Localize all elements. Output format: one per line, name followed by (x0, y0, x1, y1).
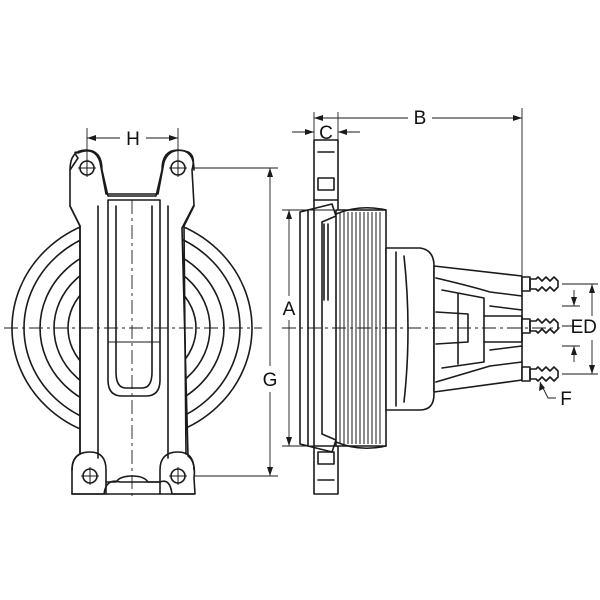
label-d: D (583, 317, 597, 338)
front-top-ears (69, 149, 195, 197)
dimension-b: B (314, 108, 523, 276)
side-view (282, 139, 560, 495)
label-h: H (126, 129, 140, 150)
side-valve-head (433, 265, 523, 393)
dimension-d: D (562, 283, 598, 375)
label-e: E (571, 317, 584, 338)
label-a: A (283, 299, 296, 320)
side-clutch-body (385, 247, 435, 411)
front-foot-right (159, 451, 195, 495)
side-bottom-slot (317, 451, 335, 465)
front-foot-left (71, 451, 107, 495)
label-c: C (319, 123, 333, 144)
leader-f: F (539, 381, 572, 410)
label-b: B (414, 108, 427, 129)
front-view (4, 149, 262, 500)
label-g: G (263, 370, 278, 391)
side-mount-plate (313, 139, 339, 495)
dimension-a: A (282, 209, 334, 447)
label-f: F (560, 389, 572, 410)
front-bracket (69, 149, 196, 495)
fitting-top (521, 276, 559, 292)
side-top-slot (317, 177, 335, 191)
fitting-middle (521, 318, 559, 334)
dimension-e: E (562, 290, 583, 362)
dimension-g: G (194, 167, 278, 477)
fitting-bottom (521, 366, 559, 382)
dimension-c: C (292, 112, 360, 144)
dimension-h: H (86, 128, 179, 160)
front-center-slot (107, 199, 161, 397)
